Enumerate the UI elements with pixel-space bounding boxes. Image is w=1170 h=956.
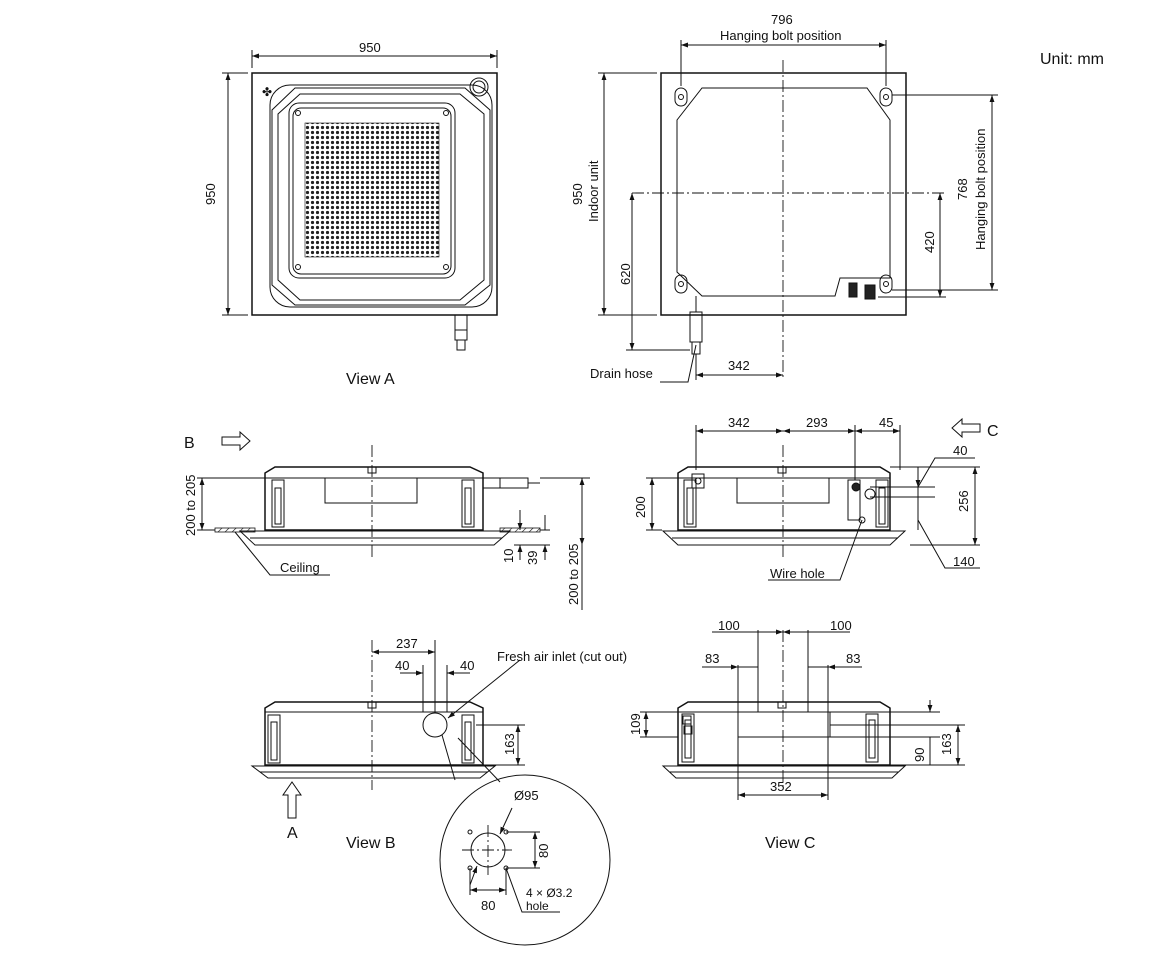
dim-39: 39: [525, 551, 540, 565]
drain-hose-label: Drain hose: [590, 366, 653, 381]
top-view-drawing: [598, 40, 998, 383]
height-range-dim: 200 to 205: [183, 475, 198, 536]
view-b-caption: View B: [346, 835, 396, 852]
dim-163-c: 163: [939, 733, 954, 755]
fresh-air-label: Fresh air inlet (cut out): [497, 649, 627, 664]
bolt-height-dim: 768: [955, 178, 970, 200]
dim-80-horizontal: 80: [481, 898, 495, 913]
unit-height-caption: Indoor unit: [586, 160, 601, 222]
view-a-caption: View A: [346, 371, 395, 388]
svg-text:✤: ✤: [262, 85, 272, 99]
dim-83-left: 83: [705, 651, 719, 666]
dim-40-side: 40: [953, 443, 967, 458]
unit-height-dim: 950: [570, 183, 585, 205]
a-arrow-label: A: [287, 825, 298, 842]
view-a: ✤: [222, 50, 498, 351]
dim-200: 200: [633, 496, 648, 518]
dim-80-vertical: 80: [536, 844, 551, 858]
hole-spec-line2: hole: [526, 899, 549, 913]
ceiling-label: Ceiling: [280, 560, 320, 575]
bolt-span-dim: 796: [771, 12, 793, 27]
dim-237: 237: [396, 636, 418, 651]
dim-352: 352: [770, 779, 792, 794]
drain-offset-dim: 620: [618, 263, 633, 285]
view-a-width-dim: 950: [359, 40, 381, 55]
inner-offset-dim: 420: [922, 231, 937, 253]
dim-45: 45: [879, 415, 893, 430]
unit-label: Unit: mm: [1040, 51, 1104, 68]
height-range-dim-right: 200 to 205: [566, 544, 581, 605]
hole-spec-line1: 4 × Ø3.2: [526, 886, 573, 900]
side-view-left: [197, 430, 590, 610]
dim-40-left: 40: [395, 658, 409, 673]
dim-90: 90: [912, 748, 927, 762]
c-arrow-label: C: [987, 423, 999, 440]
dim-293: 293: [806, 415, 828, 430]
side-view-right: [646, 417, 981, 581]
dim-109: 109: [628, 713, 643, 735]
dim-83-right: 83: [846, 651, 860, 666]
dim-10: 10: [501, 549, 516, 563]
dim-256: 256: [956, 490, 971, 512]
dim-140: 140: [953, 554, 975, 569]
dim-40-right: 40: [460, 658, 474, 673]
view-a-height-dim: 950: [203, 183, 218, 205]
dim-100-right: 100: [830, 618, 852, 633]
dim-163-b: 163: [502, 733, 517, 755]
dia-95: Ø95: [514, 788, 539, 803]
view-b: [250, 640, 611, 946]
b-arrow-label: B: [184, 435, 195, 452]
bolt-height-caption: Hanging bolt position: [973, 129, 988, 250]
dim-100-left: 100: [718, 618, 740, 633]
wire-hole-label: Wire hole: [770, 566, 825, 581]
dim-342-side: 342: [728, 415, 750, 430]
bolt-span-caption: Hanging bolt position: [720, 28, 841, 43]
view-c-caption: View C: [765, 835, 815, 852]
view-c: [640, 629, 965, 800]
center-offset-dim: 342: [728, 358, 750, 373]
